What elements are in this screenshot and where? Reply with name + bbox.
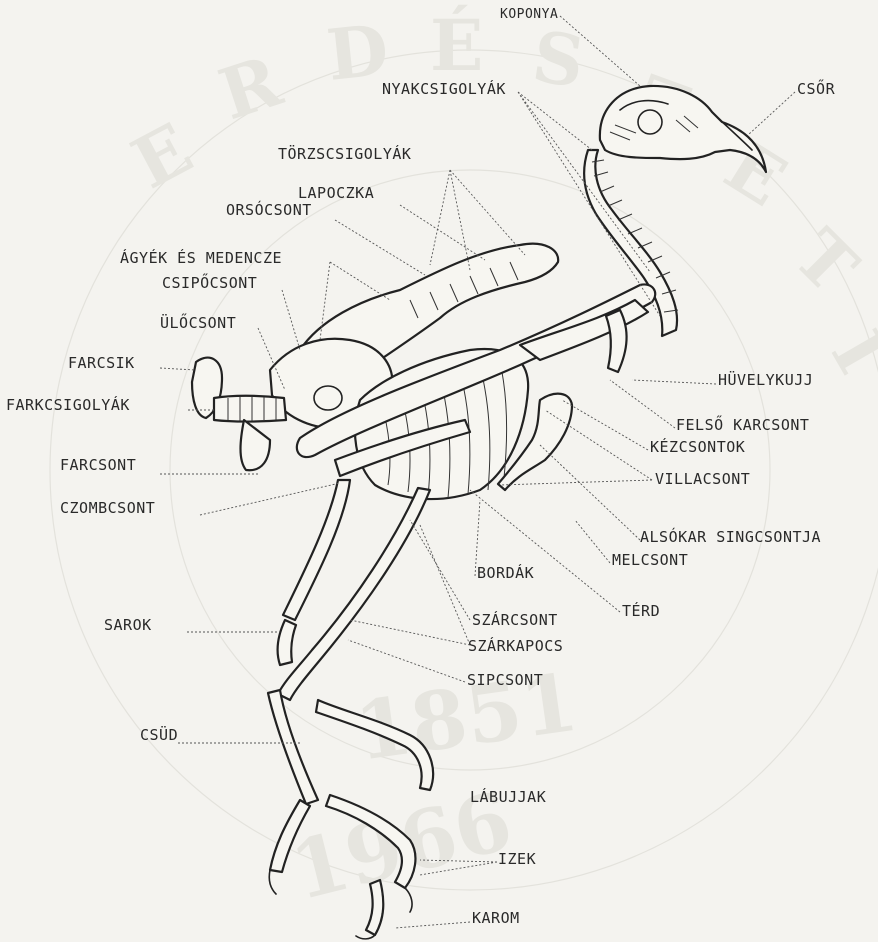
label-lapoczka: LAPOCZKA [298, 186, 374, 201]
label-huvelykujj: HÜVELYKUJJ [718, 373, 813, 388]
label-karom: KAROM [472, 911, 520, 926]
svg-text:T: T [778, 213, 874, 309]
label-agyek-es-medencze: ÁGYÉK ÉS MEDENCZE [120, 251, 282, 266]
label-csipocsont: CSIPŐCSONT [162, 276, 257, 291]
svg-text:E: E [119, 107, 205, 205]
label-farcsont: FARCSONT [60, 458, 136, 473]
label-labujjak: LÁBUJJAK [470, 790, 546, 805]
label-kezcsontok: KÉZCSONTOK [650, 440, 745, 455]
label-csud: CSÜD [140, 728, 178, 743]
label-bordak: BORDÁK [477, 566, 534, 581]
label-orsocsont: ORSÓCSONT [226, 203, 312, 218]
label-szarcsont: SZÁRCSONT [472, 613, 558, 628]
label-czombcsont: CZOMBCSONT [60, 501, 155, 516]
label-alsokar-singcsontja: ALSÓKAR SINGCSONTJA [640, 530, 821, 545]
label-villacsont: VILLACSONT [655, 472, 750, 487]
label-nyakcsigolyak: NYAKCSIGOLYÁK [382, 82, 506, 97]
svg-text:É: É [430, 4, 483, 87]
label-izek: IZEK [498, 852, 536, 867]
label-sipcsont: SIPCSONT [467, 673, 543, 688]
label-sarok: SAROK [104, 618, 152, 633]
label-ulocsont: ÜLŐCSONT [160, 316, 236, 331]
svg-text:S: S [528, 15, 590, 104]
label-torzscsigolyak: TÖRZSCSIGOLYÁK [278, 147, 411, 162]
label-koponya: KOPONYA [500, 8, 558, 21]
label-csor: CSŐR [797, 82, 835, 97]
label-felso-karcsont: FELSŐ KARCSONT [676, 418, 809, 433]
svg-text:R: R [210, 39, 292, 136]
label-farcsik: FARCSIK [68, 356, 135, 371]
label-farkcsigolyak: FARKCSIGOLYÁK [6, 398, 130, 413]
label-terd: TÉRD [622, 604, 660, 619]
svg-text:I: I [815, 317, 878, 387]
label-melcsont: MELCSONT [612, 553, 688, 568]
label-szarkapocs: SZÁRKAPOCS [468, 639, 563, 654]
